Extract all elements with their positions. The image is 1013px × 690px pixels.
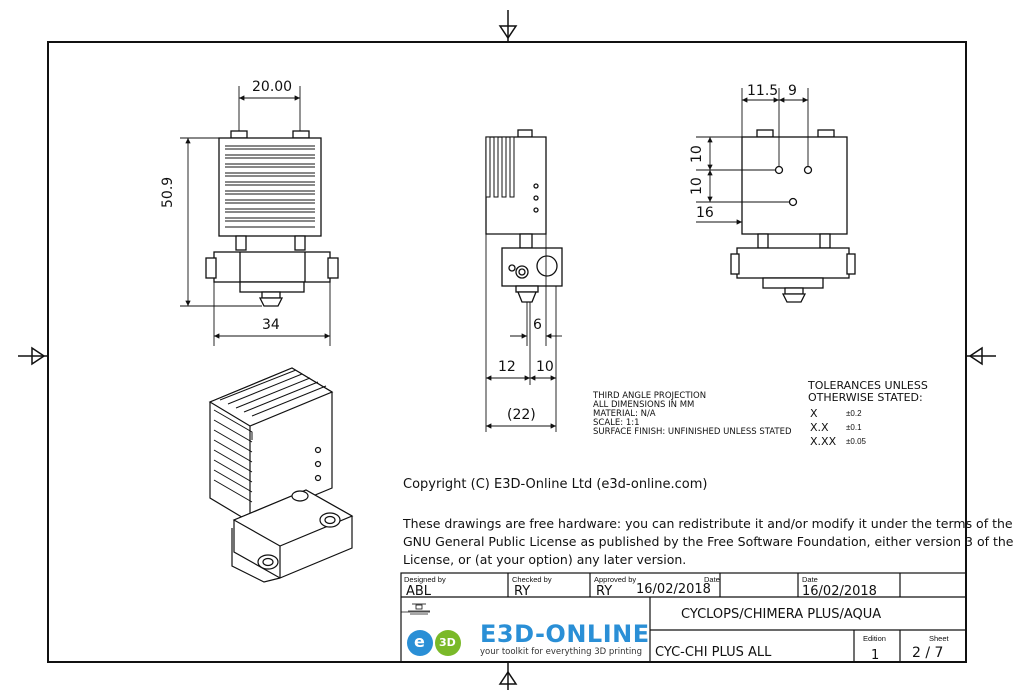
sheet-label: Sheet bbox=[929, 634, 949, 643]
logo-tagline: your toolkit for everything 3D printing bbox=[480, 647, 642, 657]
logo-wordmark: E3D-ONLINE bbox=[480, 620, 650, 648]
tolerance-label: X.X bbox=[810, 421, 829, 434]
centering-mark-top bbox=[498, 10, 518, 42]
side-dimension-lines bbox=[485, 234, 562, 432]
tolerance-label: X.XX bbox=[810, 435, 837, 448]
dim-side-left: 12 bbox=[498, 359, 516, 375]
tolerances-title-1: TOLERANCES UNLESS bbox=[808, 379, 928, 392]
logo-e-circle bbox=[407, 630, 433, 656]
isometric-view bbox=[208, 367, 354, 583]
tolerance-value: ±0.1 bbox=[846, 423, 862, 432]
note-material: MATERIAL: N/A bbox=[593, 409, 656, 419]
tolerance-row: X.X ±0.1 bbox=[810, 421, 862, 434]
side-view bbox=[485, 129, 563, 303]
dim-side-total: (22) bbox=[507, 407, 536, 423]
back-view bbox=[730, 129, 856, 303]
part-title: CYCLOPS/CHIMERA PLUS/AQUA bbox=[681, 607, 882, 622]
edition-label: Edition bbox=[863, 634, 886, 643]
logo-e-letter: e bbox=[414, 632, 425, 651]
dim-back-v3: 16 bbox=[696, 205, 714, 221]
license-line: These drawings are free hardware: you ca… bbox=[403, 516, 1013, 531]
tolerance-row: X ±0.2 bbox=[810, 407, 862, 420]
dim-back-h1: 11.5 bbox=[747, 83, 779, 99]
license-line: License, or (at your option) any later v… bbox=[403, 552, 687, 567]
dim-front-width-bottom: 34 bbox=[262, 317, 280, 333]
checked-by-value: RY bbox=[514, 584, 531, 599]
dim-back-v1: 10 bbox=[689, 145, 705, 163]
license-line: GNU General Public License as published … bbox=[403, 534, 1013, 549]
tolerances-title-2: OTHERWISE STATED: bbox=[808, 391, 923, 404]
logo-3d-letters: 3D bbox=[439, 636, 456, 649]
checked-by-label: Checked by bbox=[512, 575, 552, 584]
edition-value: 1 bbox=[871, 648, 880, 663]
designed-by-value: ABL bbox=[406, 584, 432, 599]
tolerance-value: ±0.05 bbox=[846, 437, 866, 446]
note-scale: SCALE: 1:1 bbox=[593, 418, 640, 428]
tolerance-label: X bbox=[810, 407, 818, 420]
dim-back-h2: 9 bbox=[788, 83, 797, 99]
logo-3d-circle bbox=[435, 630, 461, 656]
note-projection: THIRD ANGLE PROJECTION bbox=[593, 391, 707, 401]
copyright-text: Copyright (C) E3D-Online Ltd (e3d-online… bbox=[403, 477, 708, 492]
dim-front-height: 50.9 bbox=[160, 176, 176, 208]
back-dimension-lines bbox=[696, 88, 809, 228]
date-value-2: 16/02/2018 bbox=[802, 584, 877, 599]
tolerance-value: ±0.2 bbox=[846, 409, 862, 418]
front-view bbox=[205, 130, 339, 307]
front-dimension-lines bbox=[180, 86, 331, 346]
date-label-1: Date bbox=[704, 575, 720, 584]
part-number: CYC-CHI PLUS ALL bbox=[655, 645, 772, 660]
title-block-grid bbox=[400, 572, 967, 663]
note-units: ALL DIMENSIONS IN MM bbox=[593, 400, 695, 410]
general-notes: THIRD ANGLE PROJECTION ALL DIMENSIONS IN… bbox=[593, 392, 792, 437]
date-label-2: Date bbox=[802, 575, 818, 584]
printer-icon bbox=[408, 603, 430, 615]
tolerance-row: X.XX ±0.05 bbox=[810, 435, 866, 448]
designed-by-label: Designed by bbox=[404, 575, 446, 584]
license-text: These drawings are free hardware: you ca… bbox=[403, 515, 1013, 569]
centering-mark-right bbox=[966, 346, 996, 366]
approved-by-value: RY bbox=[596, 584, 613, 599]
date-value-1: 16/02/2018 bbox=[636, 582, 711, 597]
dim-back-v2: 10 bbox=[689, 177, 705, 195]
dim-side-nozzle-offset: 6 bbox=[533, 317, 542, 333]
centering-mark-left bbox=[18, 346, 48, 366]
dim-front-width-top: 20.00 bbox=[252, 79, 293, 95]
centering-mark-bottom bbox=[498, 662, 518, 690]
note-finish: SURFACE FINISH: UNFINISHED UNLESS STATED bbox=[593, 427, 792, 437]
sheet-value: 2 / 7 bbox=[912, 645, 944, 661]
e3d-logo-icon bbox=[407, 630, 461, 656]
tolerances-block: TOLERANCES UNLESS OTHERWISE STATED: bbox=[808, 380, 928, 404]
approved-by-label: Approved by bbox=[594, 575, 637, 584]
dim-side-right: 10 bbox=[536, 359, 554, 375]
